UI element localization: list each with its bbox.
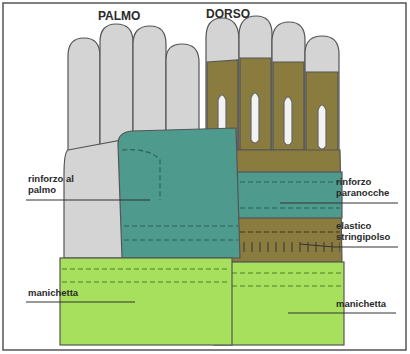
view-title: PALMO xyxy=(98,10,168,24)
leader-lines xyxy=(26,200,398,313)
part-label: elastico stringipolso xyxy=(336,221,404,243)
part-label: rinforzo al palmo xyxy=(28,174,90,196)
part-label: manichetta xyxy=(336,299,404,310)
part-label: manichetta xyxy=(28,288,108,299)
frame xyxy=(3,3,406,350)
view-title: DORSO xyxy=(206,8,276,22)
palm-glove xyxy=(60,24,240,345)
part-label: rinforzo paranocche xyxy=(336,177,402,199)
